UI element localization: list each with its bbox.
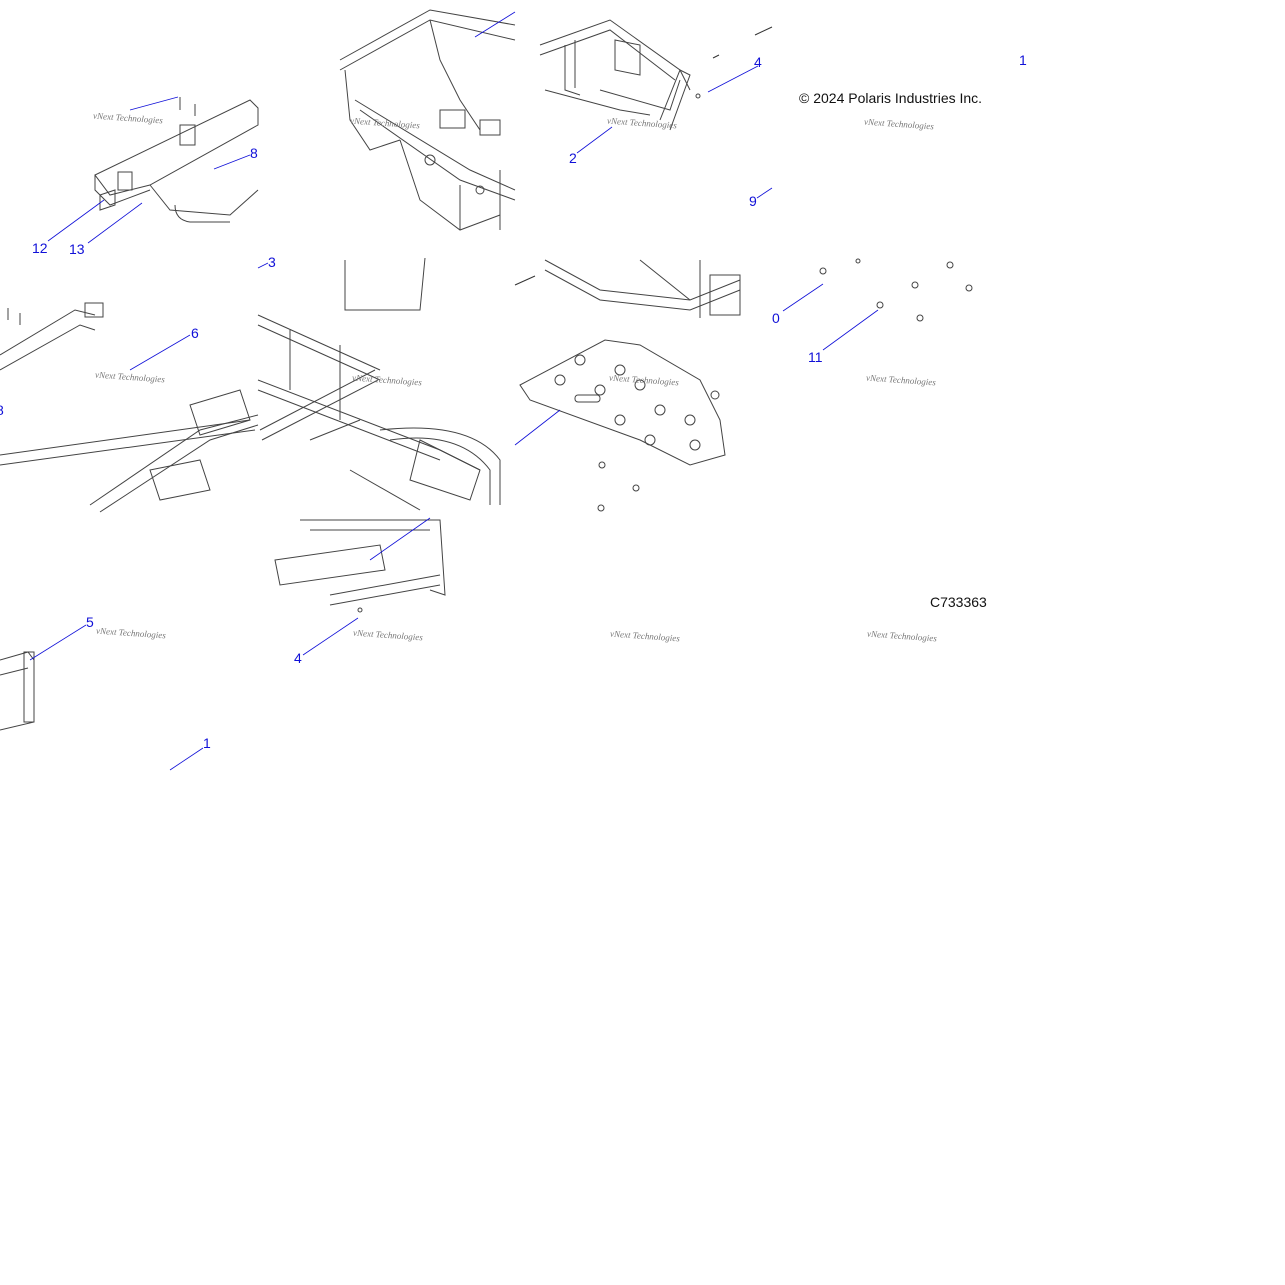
crossmember-part: [94, 97, 259, 223]
bumper-part: [274, 519, 446, 606]
figure-id: C733363: [930, 594, 987, 610]
callout-3: 3: [268, 254, 276, 270]
callout-12: 12: [32, 240, 48, 256]
callout-2: 2: [569, 150, 577, 166]
fasteners: [357, 93, 973, 613]
callout-8: 8: [250, 145, 258, 161]
callout-8-partial: 8: [0, 403, 4, 417]
center-frame-part: [257, 257, 501, 511]
callout-5: 5: [86, 614, 94, 630]
rear-bracket-part: [539, 19, 691, 131]
callout-1-bottom: 1: [203, 735, 211, 751]
front-frame-part: [339, 9, 516, 231]
copyright-text: © 2024 Polaris Industries Inc.: [799, 90, 983, 106]
callout-4-top: 4: [754, 54, 762, 70]
callout-0: 0: [772, 310, 780, 326]
callout-1-top: 1: [1019, 52, 1027, 68]
lower-bracket-part: [0, 651, 35, 731]
skid-plate-part: [519, 339, 726, 466]
callout-6: 6: [191, 325, 199, 341]
upper-frame-part: [544, 259, 741, 318]
callout-9: 9: [749, 193, 757, 209]
callout-4-bottom: 4: [294, 650, 302, 666]
side-rail-part: [0, 302, 259, 513]
callout-13: 13: [69, 241, 85, 257]
callout-11: 11: [808, 349, 823, 365]
